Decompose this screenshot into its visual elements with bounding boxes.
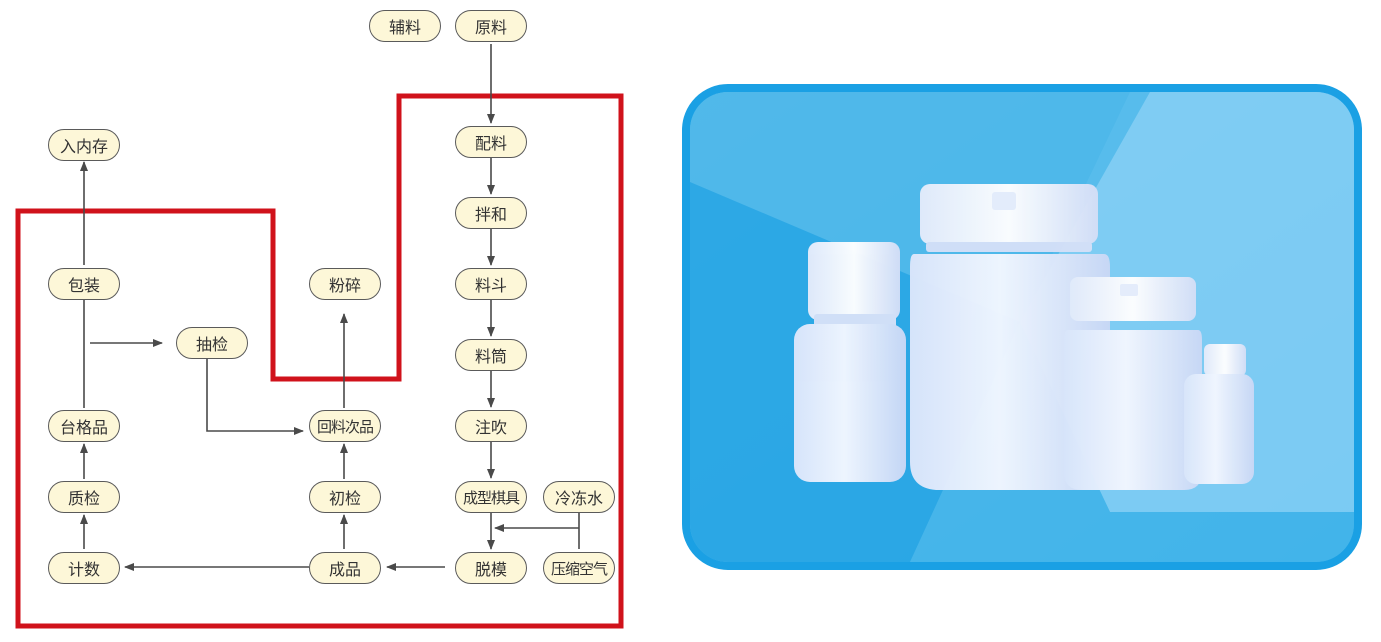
bottle-group [794, 184, 1254, 490]
node-baozhuang: 包装 [48, 268, 120, 300]
node-liaotong: 料筒 [455, 339, 527, 371]
product-photo-frame [682, 84, 1362, 570]
clean-zone-boundary [15, 93, 624, 629]
node-chengpin: 成品 [309, 552, 381, 584]
node-fuliao: 辅料 [369, 10, 441, 42]
node-runeicun: 入内存 [48, 129, 120, 161]
node-yuanliao: 原料 [455, 10, 527, 42]
node-hegepin: 台格品 [48, 410, 120, 442]
node-banhe: 拌和 [455, 197, 527, 229]
node-peiliao: 配料 [455, 126, 527, 158]
node-chengxing-muju: 成型棋具 [455, 481, 527, 513]
node-zhuchui: 注吹 [455, 410, 527, 442]
node-jishu: 计数 [48, 552, 120, 584]
product-photo [690, 92, 1354, 562]
node-liaodou: 料斗 [455, 268, 527, 300]
node-tuomo: 脱模 [455, 552, 527, 584]
node-fensui: 粉碎 [309, 268, 381, 300]
node-zhijian: 质检 [48, 481, 120, 513]
node-choujian: 抽检 [176, 327, 248, 359]
node-huiliao-cipin: 回料次品 [309, 410, 381, 442]
node-chujian: 初检 [309, 481, 381, 513]
node-yasuo-kongqi: 压缩空气 [543, 552, 615, 584]
process-flow-diagram: 辅料 原料 配料 拌和 料斗 料筒 注吹 成型棋具 冷冻水 脱模 压缩空气 成品… [0, 0, 640, 642]
node-lengdongshui: 冷冻水 [543, 481, 615, 513]
diagram-lines [15, 44, 624, 629]
arrow-choujian-huiliao [206, 359, 304, 435]
